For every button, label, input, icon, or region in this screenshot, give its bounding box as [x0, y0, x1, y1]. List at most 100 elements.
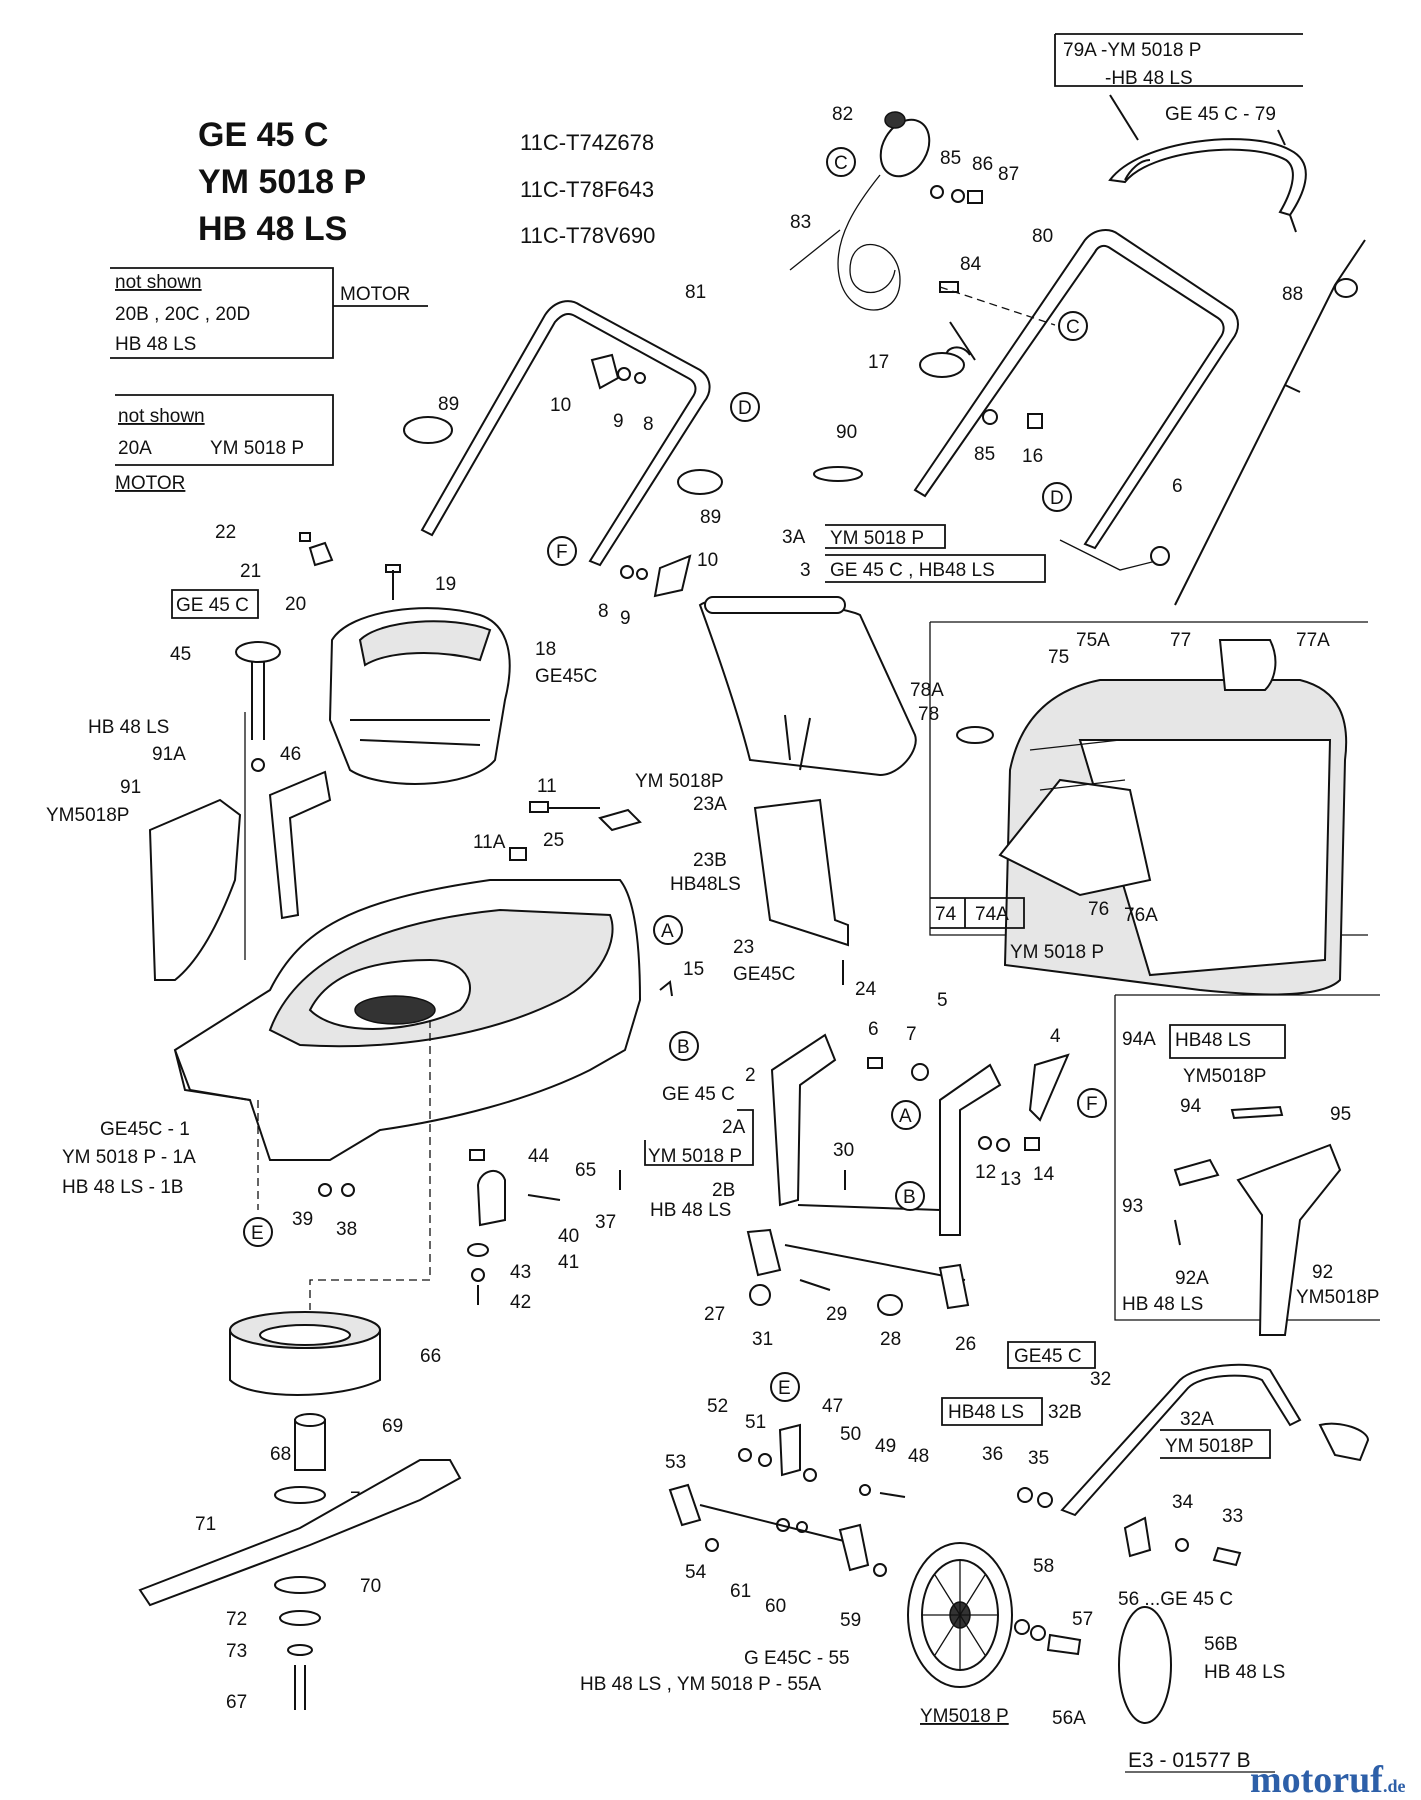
svg-text:6: 6 — [1172, 476, 1183, 497]
svg-text:B: B — [677, 1037, 690, 1058]
svg-text:18: 18 — [535, 639, 556, 660]
svg-text:38: 38 — [336, 1219, 357, 1240]
svg-text:89: 89 — [700, 507, 721, 528]
svg-text:33: 33 — [1222, 1506, 1243, 1527]
svg-text:85: 85 — [974, 444, 995, 465]
svg-text:65: 65 — [575, 1160, 596, 1181]
svg-text:27: 27 — [704, 1304, 725, 1325]
svg-text:HB 48 LS: HB 48 LS — [88, 717, 169, 738]
svg-text:GE 45 C - 79: GE 45 C - 79 — [1165, 104, 1276, 125]
svg-text:YM5018P: YM5018P — [1183, 1066, 1266, 1087]
svg-text:F: F — [1086, 1094, 1098, 1115]
svg-text:69: 69 — [382, 1416, 403, 1437]
part-91-side-deflector: HB 48 LS 91A 91 YM5018P — [46, 712, 246, 981]
svg-text:24: 24 — [855, 979, 877, 1000]
part-23-rear-flap: 11 25 YM 5018P 23A 11A 23B HB48LS 23 GE4… — [473, 771, 877, 1000]
svg-text:31: 31 — [752, 1329, 773, 1350]
svg-text:A: A — [661, 921, 674, 942]
svg-text:YM 5018 P: YM 5018 P — [1010, 942, 1104, 963]
svg-text:59: 59 — [840, 1610, 861, 1631]
part-20-engine: GE 45 C 20 18 GE45C 19 22 21 — [171, 522, 597, 785]
svg-text:44: 44 — [528, 1146, 550, 1167]
svg-text:92: 92 — [1312, 1262, 1333, 1283]
part-74-grass-catcher: 78A 78 75 75A 77 77A 76 76A 74 74A YM 50… — [910, 621, 1368, 996]
svg-text:41: 41 — [558, 1252, 579, 1273]
model-name-1: GE 45 C — [198, 116, 328, 154]
svg-text:4: 4 — [1050, 1026, 1061, 1047]
svg-text:67: 67 — [226, 1692, 247, 1713]
svg-text:11A: 11A — [473, 832, 506, 853]
callout-d-1: D — [730, 392, 760, 422]
svg-text:79A -YM 5018 P: 79A -YM 5018 P — [1063, 40, 1201, 61]
svg-text:GE 45 C: GE 45 C — [176, 595, 249, 616]
callout-a-2: A — [891, 1100, 921, 1130]
part-3-grass-bag-frame: 3A YM 5018 P 3 GE 45 C , HB48 LS — [698, 524, 1046, 777]
svg-text:GE 45 C: GE 45 C — [662, 1084, 735, 1105]
svg-text:9: 9 — [613, 411, 624, 432]
svg-text:YM5018P: YM5018P — [1296, 1287, 1379, 1308]
svg-text:YM5018 P: YM5018 P — [920, 1706, 1009, 1727]
callout-b-2: B — [895, 1181, 925, 1211]
svg-text:HB 48 LS - 1B: HB 48 LS - 1B — [62, 1177, 183, 1198]
part-66-73-blade-assembly: 66 68 69 70 71 70 72 73 67 — [138, 1020, 462, 1713]
svg-text:YM 5018P: YM 5018P — [635, 771, 724, 792]
svg-text:12: 12 — [975, 1162, 996, 1183]
svg-text:23B: 23B — [693, 850, 727, 871]
svg-text:74A: 74A — [975, 904, 1009, 925]
svg-text:54: 54 — [685, 1562, 707, 1583]
callout-d-2: D — [1042, 482, 1072, 512]
model-code-2: 11C-T78F643 — [520, 177, 654, 202]
svg-text:81: 81 — [685, 282, 706, 303]
svg-text:GE45 C: GE45 C — [1014, 1346, 1082, 1367]
part-80-upper-handle: 80 84 85 16 17 6 — [868, 226, 1239, 571]
part-79-upper-bar: 79A -YM 5018 P -HB 48 LS GE 45 C - 79 — [1054, 33, 1307, 233]
svg-text:21: 21 — [240, 561, 261, 582]
svg-text:70: 70 — [360, 1576, 381, 1597]
svg-text:90: 90 — [836, 422, 857, 443]
svg-text:20: 20 — [285, 594, 306, 615]
svg-text:C: C — [1066, 317, 1080, 338]
svg-text:D: D — [738, 398, 752, 419]
callout-f-2: F — [1077, 1088, 1107, 1118]
svg-text:29: 29 — [826, 1304, 847, 1325]
part-82-83-starter-cable: 82 83 85 86 87 — [789, 104, 1019, 311]
part-1-mower-deck: GE45C - 1 YM 5018 P - 1A HB 48 LS - 1B — [62, 879, 642, 1210]
svg-text:91: 91 — [120, 777, 141, 798]
svg-text:60: 60 — [765, 1596, 786, 1617]
svg-text:37: 37 — [595, 1212, 616, 1233]
svg-text:72: 72 — [226, 1609, 247, 1630]
svg-text:77A: 77A — [1296, 630, 1330, 651]
svg-text:6: 6 — [868, 1019, 879, 1040]
svg-text:42: 42 — [510, 1292, 531, 1313]
model-name-2: YM 5018 P — [198, 163, 366, 201]
svg-text:E: E — [778, 1378, 791, 1399]
callout-e-1: E — [243, 1217, 273, 1247]
svg-text:32A: 32A — [1180, 1409, 1214, 1430]
svg-text:not shown: not shown — [115, 272, 202, 293]
svg-text:YM 5018P: YM 5018P — [1165, 1436, 1254, 1457]
svg-text:-HB 48 LS: -HB 48 LS — [1105, 68, 1193, 89]
svg-text:8: 8 — [598, 601, 609, 622]
svg-text:GE45C - 1: GE45C - 1 — [100, 1119, 190, 1140]
svg-text:GE45C: GE45C — [733, 964, 795, 985]
callout-e-2: E — [770, 1372, 800, 1402]
callout-f-1: F — [547, 536, 577, 566]
svg-text:85: 85 — [940, 148, 961, 169]
svg-text:57: 57 — [1072, 1609, 1093, 1630]
svg-text:48: 48 — [908, 1446, 929, 1467]
svg-text:75A: 75A — [1076, 630, 1110, 651]
svg-text:2A: 2A — [722, 1117, 746, 1138]
svg-text:GE 45 C , HB48 LS: GE 45 C , HB48 LS — [830, 560, 995, 581]
svg-text:YM 5018 P: YM 5018 P — [648, 1146, 742, 1167]
svg-text:50: 50 — [840, 1424, 861, 1445]
svg-text:25: 25 — [543, 830, 564, 851]
svg-text:49: 49 — [875, 1436, 896, 1457]
svg-text:GE45C: GE45C — [535, 666, 597, 687]
svg-text:B: B — [903, 1187, 916, 1208]
svg-text:66: 66 — [420, 1346, 441, 1367]
svg-text:73: 73 — [226, 1641, 247, 1662]
svg-text:C: C — [834, 153, 848, 174]
svg-text:34: 34 — [1172, 1492, 1194, 1513]
part-92-side-discharge: 94A HB48 LS YM5018P 94 95 93 92A HB 48 L… — [1114, 994, 1380, 1336]
not-shown-note-1: not shown 20B , 20C , 20D HB 48 LS MOTOR — [110, 267, 428, 359]
